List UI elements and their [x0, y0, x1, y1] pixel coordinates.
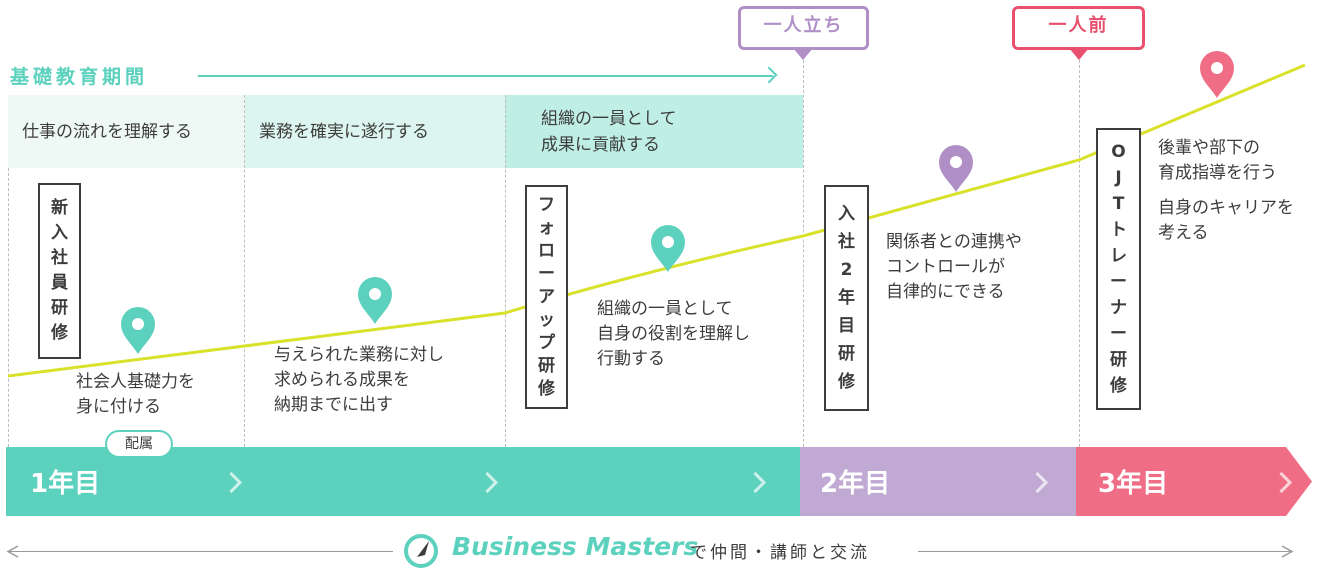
- period-arrow: [198, 75, 773, 77]
- map-pin-icon: [1200, 51, 1234, 98]
- training-char: 研: [1110, 350, 1127, 370]
- footer-line-left: [8, 551, 393, 552]
- map-pin-icon: [939, 145, 973, 192]
- milestone-independent: 一人立ち: [738, 6, 869, 50]
- map-pin-icon: [651, 225, 685, 272]
- training-char: 新: [51, 198, 68, 218]
- description-4: 関係者との連携や コントロールが 自律的にできる: [886, 232, 1022, 302]
- period-label: 基礎教育期間: [10, 66, 149, 88]
- stage-3: 組織の一員として 成果に貢献する: [505, 95, 803, 168]
- training-ojt-trainer: O J T ト レ ー ナ ー 研 修: [1096, 128, 1141, 410]
- training-char: J: [1115, 168, 1122, 188]
- training-char: 修: [538, 378, 555, 399]
- training-char: ー: [538, 263, 555, 284]
- description-3: 組織の一員として 自身の役割を理解し 行動する: [597, 299, 750, 369]
- divider-milestone-2: [1079, 60, 1080, 447]
- training-char: 修: [1110, 376, 1127, 396]
- chevron-right-icon: [476, 471, 499, 493]
- training-char: O: [1111, 142, 1126, 162]
- training-second-year: 入 社 2 年 目 研 修: [824, 185, 869, 411]
- training-char: 研: [538, 355, 555, 376]
- milestone-fullfledged-label: 一人前: [1048, 15, 1109, 36]
- stage-2-text: 業務を確実に遂行する: [259, 121, 429, 142]
- training-char: 入: [51, 223, 68, 243]
- training-char: 修: [51, 323, 68, 343]
- stage-3-text: 組織の一員として 成果に貢献する: [541, 108, 677, 155]
- year-bar-2: 2年目: [800, 447, 1076, 516]
- chevron-right-icon: [1026, 471, 1049, 493]
- assignment-badge: 配属: [105, 430, 173, 458]
- year-bar-1: 1年目: [6, 447, 800, 516]
- footer-brand: Business Masters: [452, 532, 699, 561]
- training-char: 員: [51, 273, 68, 293]
- milestone-independent-label: 一人立ち: [763, 15, 844, 36]
- training-char: T: [1112, 194, 1125, 214]
- year-bar-3-shape: [1076, 447, 1312, 516]
- year-1-label: 1年目: [30, 469, 101, 499]
- training-char: 2: [840, 260, 853, 280]
- description-2: 与えられた業務に対し 求められる成果を 納期までに出す: [274, 345, 444, 415]
- divider: [505, 95, 506, 447]
- year-bar-3: 3年目: [1076, 447, 1293, 516]
- description-1: 社会人基礎力を 身に付ける: [76, 372, 195, 417]
- description-6: 自身のキャリアを 考える: [1158, 198, 1294, 243]
- training-char: 修: [838, 372, 855, 392]
- business-masters-logo-icon: [404, 534, 438, 568]
- chevron-right-icon: [220, 471, 243, 493]
- training-char: フ: [538, 194, 555, 215]
- training-char: ォ: [538, 217, 555, 238]
- stage-1: 仕事の流れを理解する: [8, 95, 245, 168]
- training-char: ー: [1110, 272, 1127, 292]
- footer-subtitle: で仲間・講師と交流: [690, 543, 870, 563]
- training-char: 目: [838, 316, 855, 336]
- stage-2: 業務を確実に遂行する: [245, 95, 505, 168]
- arrow-left-icon: [6, 545, 19, 558]
- training-char: 社: [51, 248, 68, 268]
- training-char: ト: [1110, 220, 1127, 240]
- divider: [244, 95, 245, 447]
- training-char: ッ: [538, 309, 555, 330]
- map-pin-icon: [358, 277, 392, 324]
- milestone-fullfledged: 一人前: [1012, 6, 1145, 50]
- divider: [8, 168, 9, 447]
- year-2-label: 2年目: [820, 469, 891, 499]
- training-char: 研: [51, 298, 68, 318]
- training-new-employee: 新 入 社 員 研 修: [38, 183, 81, 359]
- training-follow-up: フ ォ ロ ー ア ッ プ 研 修: [525, 185, 568, 409]
- stage-1-text: 仕事の流れを理解する: [22, 121, 192, 142]
- divider-milestone-1: [803, 60, 804, 447]
- description-5: 後輩や部下の 育成指導を行う: [1158, 138, 1277, 183]
- training-char: プ: [538, 332, 555, 353]
- year-3-label: 3年目: [1098, 469, 1169, 499]
- map-pin-icon: [121, 307, 155, 354]
- training-char: 年: [838, 288, 855, 308]
- training-char: レ: [1110, 246, 1127, 266]
- footer-line-right: [918, 551, 1290, 552]
- training-char: ア: [538, 286, 555, 307]
- training-char: 研: [838, 344, 855, 364]
- chevron-right-icon: [744, 471, 767, 493]
- milestone-pointer: [1069, 48, 1089, 60]
- training-char: ロ: [538, 240, 555, 261]
- arrow-right-icon: [1281, 545, 1294, 558]
- training-char: 社: [838, 232, 855, 252]
- milestone-pointer: [793, 48, 813, 60]
- training-char: 入: [838, 204, 855, 224]
- training-char: ー: [1110, 324, 1127, 344]
- training-char: ナ: [1110, 298, 1127, 318]
